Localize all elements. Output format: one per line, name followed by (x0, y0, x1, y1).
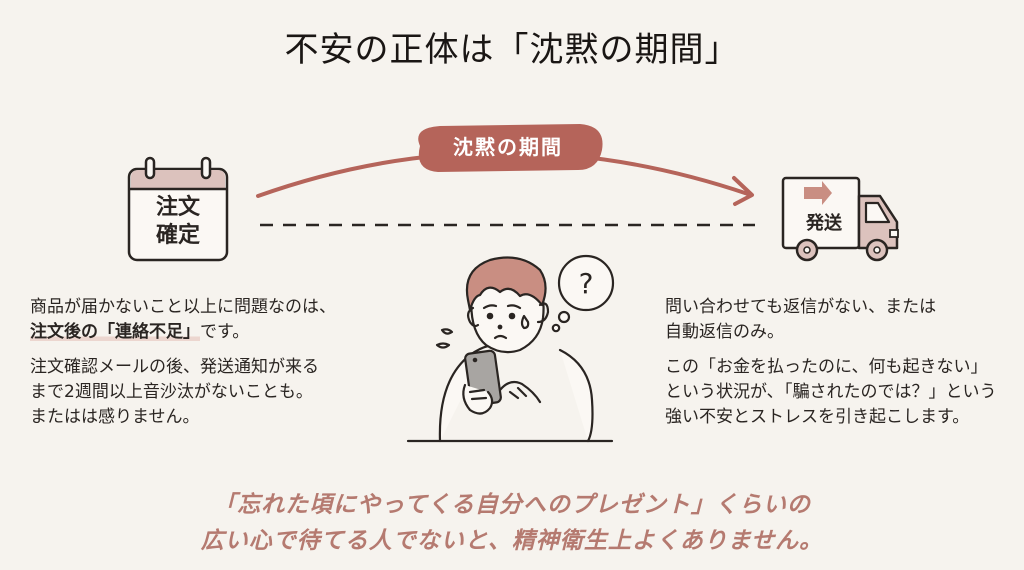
question-mark-icon: ? (579, 267, 594, 300)
shipping-label: 発送 (806, 213, 842, 234)
page-title: 不安の正体は「沈黙の期間」 (284, 30, 740, 70)
highlight-text: 注文後の「連絡不足」 (30, 322, 200, 342)
footer-message: 「忘れた頃にやってくる自分へのプレゼント」くらいの 広い心で待てる人でないと、精… (200, 492, 824, 554)
truck-icon (781, 176, 899, 262)
worried-person-illustration (406, 254, 615, 443)
period-pill (418, 124, 603, 172)
calendar-icon (127, 156, 229, 262)
left-paragraph-1: 商品が届かないこと以上に問題なのは、 注文後の「連絡不足」です。 (30, 297, 336, 342)
left-description: 商品が届かないこと以上に問題なのは、 注文後の「連絡不足」です。 注文確認メール… (30, 295, 400, 440)
right-paragraph-2: この「お金を払ったのに、何も起きない」 という状況が､「騙されたのでは？」という… (665, 357, 997, 427)
right-description: 問い合わせても返信がない、または 自動返信のみ。 この「お金を払ったのに、何も起… (665, 295, 1024, 440)
period-label: 沈黙の期間 (453, 135, 563, 159)
right-paragraph-1: 問い合わせても返信がない、または 自動返信のみ。 (665, 297, 937, 342)
order-confirmed-label: 注文 確定 (155, 195, 200, 248)
left-paragraph-2: 注文確認メールの後、発送通知が来る まで2週間以上音沙汰がないことも。 またはは… (30, 357, 319, 427)
